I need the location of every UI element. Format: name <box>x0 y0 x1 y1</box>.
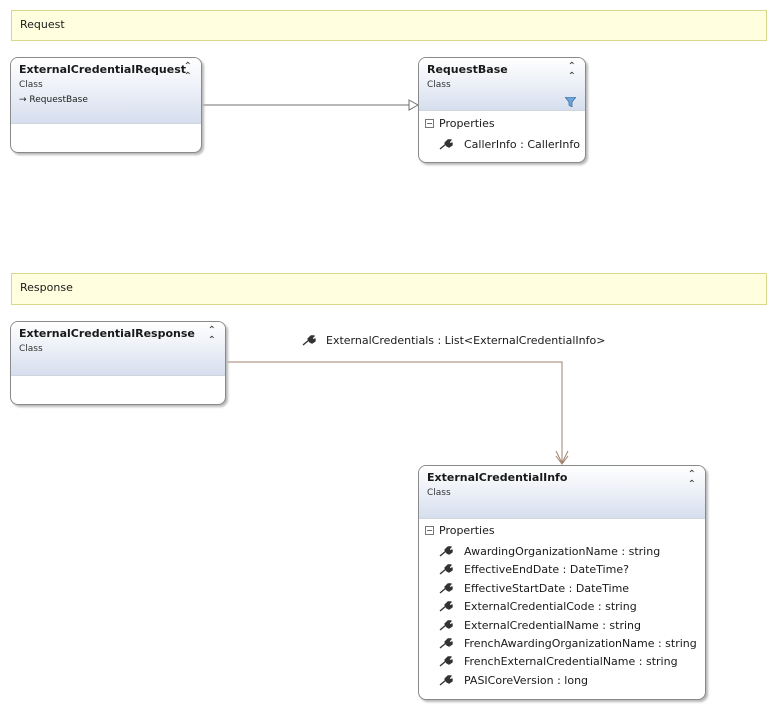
note-request[interactable]: Request <box>11 10 767 41</box>
inheritance-arrowhead <box>408 99 420 111</box>
class-external-credential-info[interactable]: ExternalCredentialInfo Class ⌃⌃ − Proper… <box>418 465 706 700</box>
filter-icon[interactable] <box>565 97 576 107</box>
wrench-icon <box>439 638 453 649</box>
properties-compartment: − Properties CallerInfo : CallerInfo <box>419 115 585 154</box>
property-text: EffectiveStartDate : DateTime <box>464 581 630 595</box>
property-text: CallerInfo : CallerInfo <box>464 138 580 151</box>
property-item[interactable]: FrenchExternalCredentialName : string <box>419 653 705 671</box>
collapse-minus-icon[interactable]: − <box>425 526 434 535</box>
wrench-icon <box>439 656 453 667</box>
property-item[interactable]: EffectiveEndDate : DateTime? <box>419 561 705 579</box>
wrench-icon <box>439 546 453 557</box>
property-item[interactable]: PASICoreVersion : long <box>419 672 705 690</box>
property-item[interactable]: ExternalCredentialCode : string <box>419 598 705 616</box>
class-kind: Class <box>427 488 451 498</box>
wrench-icon <box>439 675 453 686</box>
class-header: RequestBase Class ⌃⌃ <box>419 58 585 111</box>
property-text: AwardingOrganizationName : string <box>464 545 661 558</box>
property-text: ExternalCredentialCode : string <box>464 600 637 614</box>
property-list: AwardingOrganizationName : string Effect… <box>419 543 705 690</box>
property-item[interactable]: EffectiveStartDate : DateTime <box>419 580 705 598</box>
class-external-credential-request[interactable]: ExternalCredentialRequest Class → Reques… <box>10 57 202 153</box>
properties-compartment: − Properties AwardingOrganizationName : … <box>419 522 705 690</box>
property-item[interactable]: CallerInfo : CallerInfo <box>419 136 585 154</box>
association-label-text: ExternalCredentials : List<ExternalCrede… <box>326 334 606 347</box>
compartment-title: Properties <box>439 117 495 130</box>
class-name: ExternalCredentialInfo <box>427 471 568 484</box>
collapse-chevron-icon[interactable]: ⌃⌃ <box>567 61 576 82</box>
property-text: ExternalCredentialName : string <box>464 618 641 632</box>
wrench-icon <box>439 139 453 150</box>
class-kind: Class <box>427 80 451 90</box>
class-name: RequestBase <box>427 63 508 76</box>
association-line <box>226 361 563 463</box>
collapse-minus-icon[interactable]: − <box>425 119 434 128</box>
wrench-icon <box>439 583 453 594</box>
compartment-header[interactable]: − Properties <box>419 115 585 133</box>
class-kind: Class <box>19 344 43 354</box>
class-name: ExternalCredentialResponse <box>19 327 195 340</box>
association-label[interactable]: ExternalCredentials : List<ExternalCrede… <box>302 334 606 348</box>
base-class-name: RequestBase <box>29 95 88 105</box>
class-header: ExternalCredentialResponse Class ⌃⌃ <box>11 322 225 376</box>
collapse-chevron-icon[interactable]: ⌃⌃ <box>207 325 216 346</box>
collapse-chevron-icon[interactable]: ⌃⌃ <box>183 61 192 82</box>
wrench-icon <box>439 564 453 575</box>
property-item[interactable]: AwardingOrganizationName : string <box>419 543 705 561</box>
property-text: FrenchAwardingOrganizationName : string <box>464 636 697 650</box>
collapse-chevron-icon[interactable]: ⌃⌃ <box>687 469 696 490</box>
class-header: ExternalCredentialRequest Class → Reques… <box>11 58 201 124</box>
property-item[interactable]: ExternalCredentialName : string <box>419 617 705 635</box>
class-request-base[interactable]: RequestBase Class ⌃⌃ − Properties Caller… <box>418 57 586 163</box>
compartment-header[interactable]: − Properties <box>419 522 705 540</box>
class-header: ExternalCredentialInfo Class ⌃⌃ <box>419 466 705 519</box>
property-item[interactable]: FrenchAwardingOrganizationName : string <box>419 635 705 653</box>
class-kind: Class <box>19 80 43 90</box>
arrow-right-icon: → <box>19 95 27 105</box>
wrench-icon <box>439 619 453 631</box>
property-text: EffectiveEndDate : DateTime? <box>464 563 629 577</box>
wrench-icon <box>439 601 453 612</box>
compartment-title: Properties <box>439 524 495 537</box>
base-class-reference: → RequestBase <box>19 94 193 106</box>
note-request-text: Request <box>20 18 65 31</box>
property-text: PASICoreVersion : long <box>464 673 589 687</box>
association-arrowhead <box>555 450 569 465</box>
note-response-text: Response <box>20 281 73 294</box>
class-name: ExternalCredentialRequest <box>19 63 187 76</box>
property-text: FrenchExternalCredentialName : string <box>464 655 678 669</box>
class-external-credential-response[interactable]: ExternalCredentialResponse Class ⌃⌃ <box>10 321 226 405</box>
association-arrowhead-2 <box>555 455 569 465</box>
wrench-icon <box>302 335 316 346</box>
note-response[interactable]: Response <box>11 273 767 305</box>
